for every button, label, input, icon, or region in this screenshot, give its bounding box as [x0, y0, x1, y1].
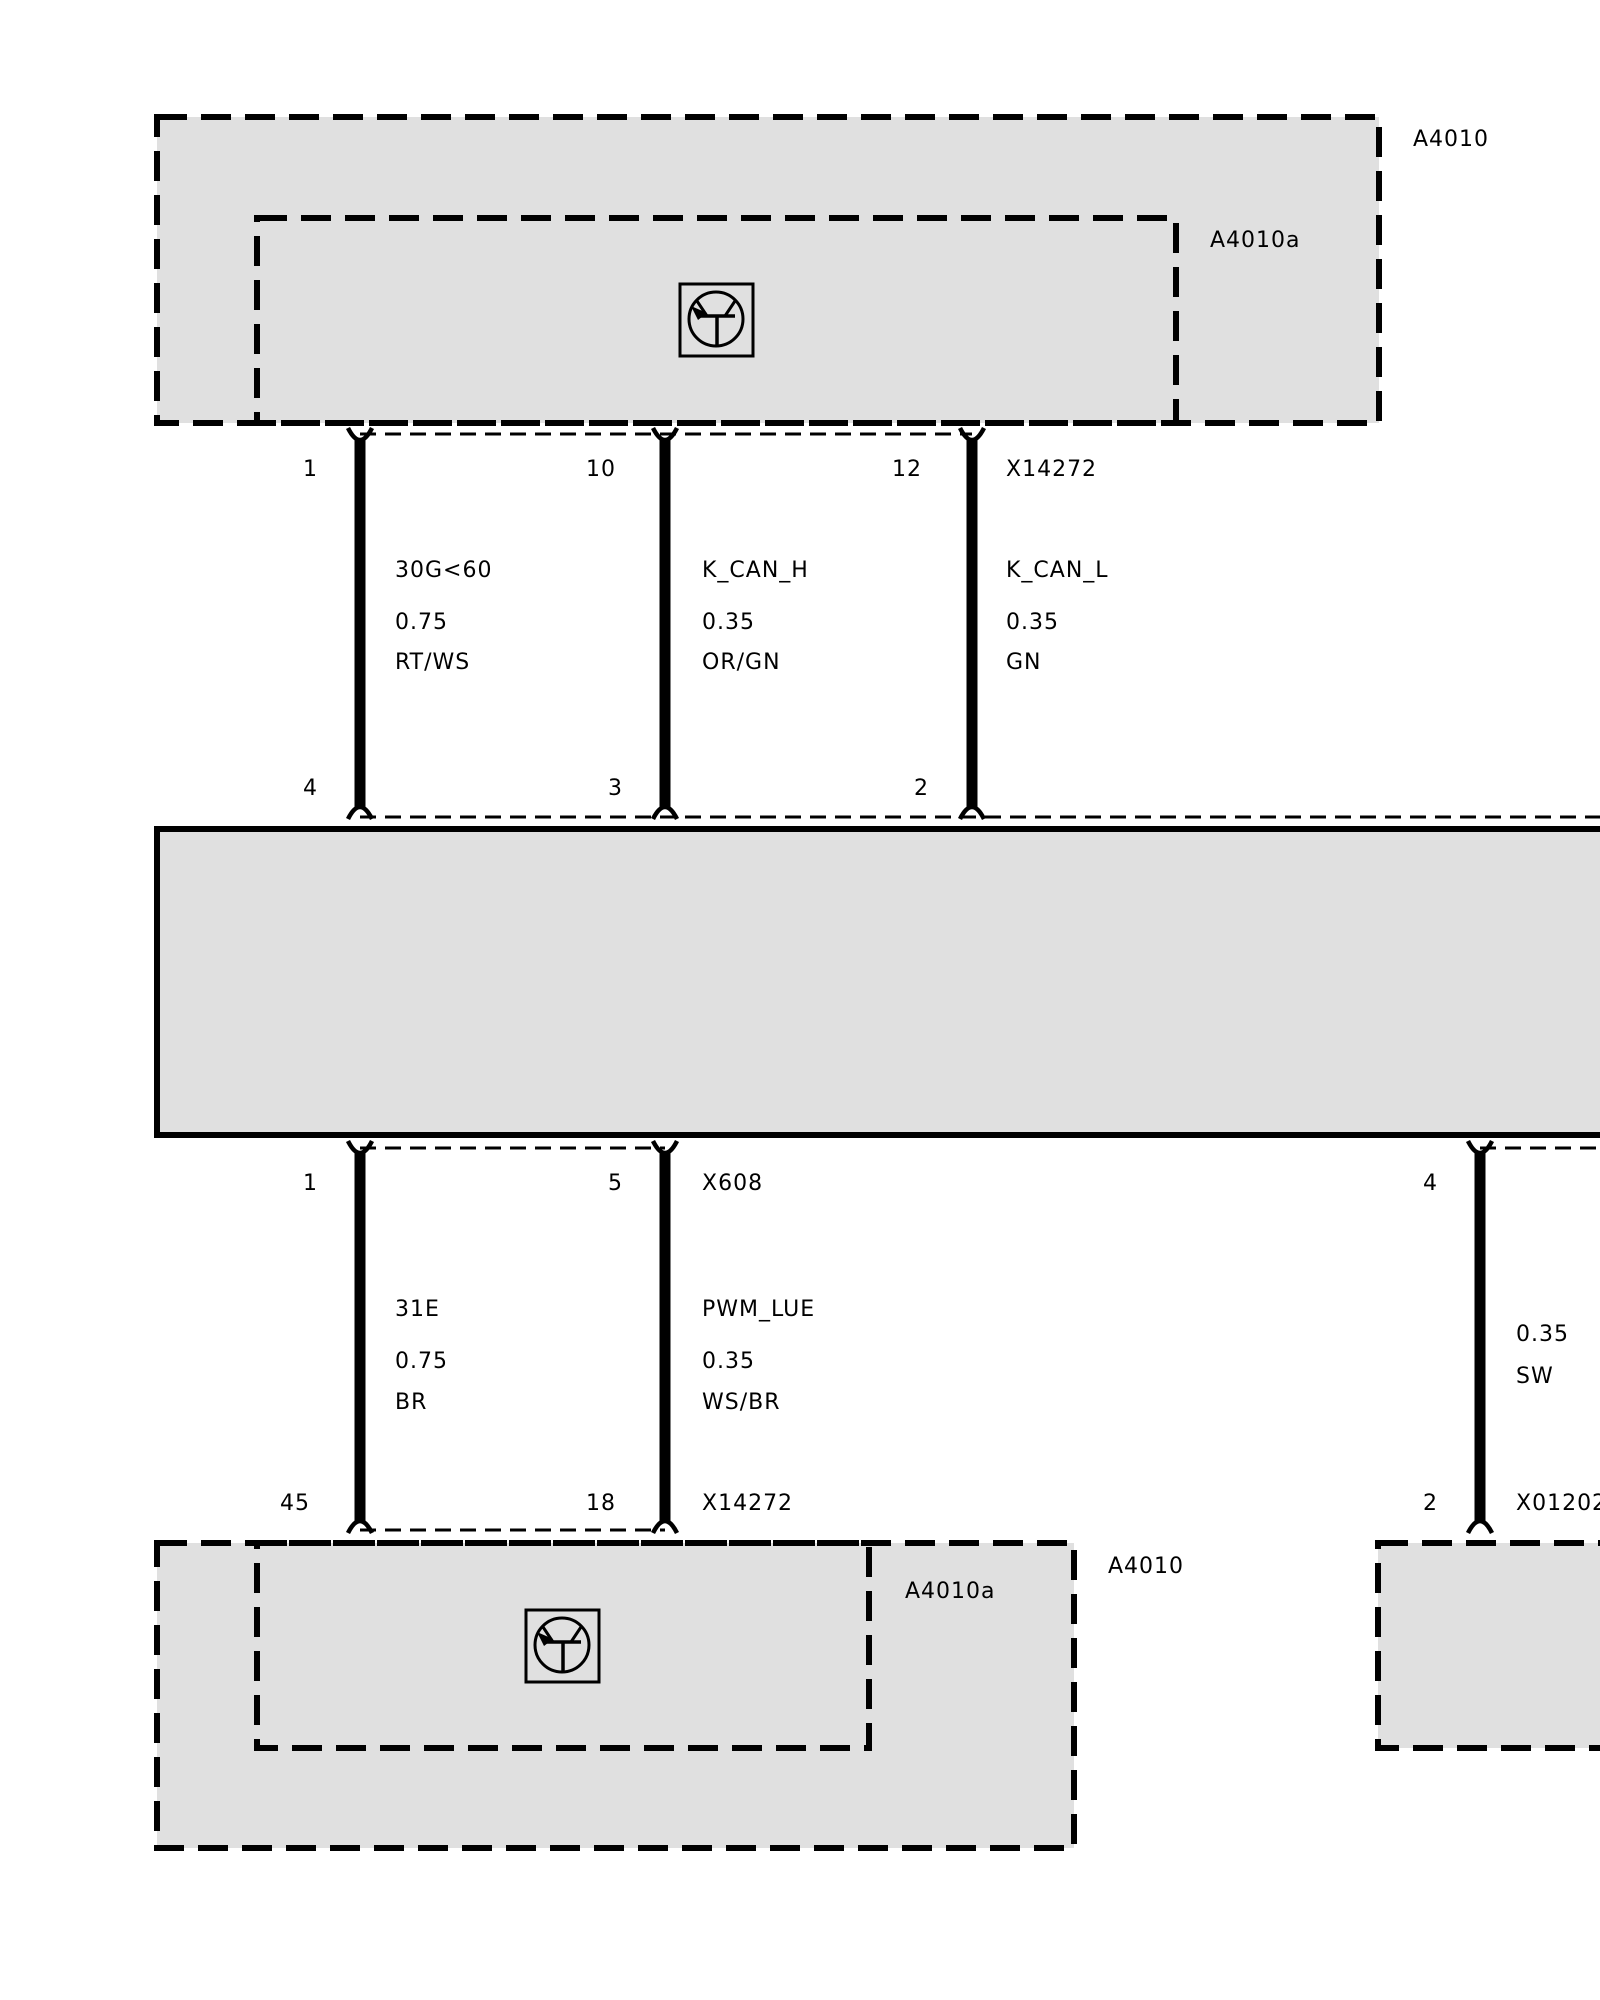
wire-color: RT/WS — [395, 650, 470, 675]
wire-size: 0.75 — [395, 610, 448, 635]
wire-signal: 30G<60 — [395, 558, 492, 583]
connector-label: X608 — [702, 1171, 763, 1196]
wire-pwm-lue — [650, 1139, 680, 1535]
connector-label: X14272 — [1006, 457, 1097, 482]
wire-k-can-h — [650, 426, 680, 821]
wire-signal: K_CAN_H — [702, 558, 809, 583]
submodule-label-bottom: A4010a — [905, 1579, 996, 1604]
middle-module — [154, 826, 1600, 1138]
wire-signal: K_CAN_L — [1006, 558, 1109, 583]
wire-signal: PWM_LUE — [702, 1297, 815, 1322]
module-a4010-top — [154, 114, 1382, 426]
submodule-label-top: A4010a — [1210, 228, 1301, 253]
pin-label: 5 — [608, 1171, 623, 1196]
pin-label: 10 — [586, 457, 616, 482]
pin-label: 1 — [303, 1171, 318, 1196]
module-a4010-bottom — [154, 1540, 1077, 1851]
wire-k-can-l — [957, 426, 987, 821]
pin-label: 2 — [1423, 1491, 1438, 1516]
pin-label: 2 — [914, 776, 929, 801]
module-right-bottom — [1375, 1540, 1600, 1751]
pin-label: 45 — [280, 1491, 310, 1516]
wire-color: SW — [1516, 1364, 1554, 1389]
wire-31e — [345, 1139, 375, 1535]
wire-color: OR/GN — [702, 650, 781, 675]
wire-size: 0.35 — [702, 610, 755, 635]
pin-label: 4 — [1423, 1171, 1438, 1196]
transistor-icon — [678, 282, 755, 358]
submodule-a4010a-bottom — [254, 1540, 872, 1751]
wire-signal: 31E — [395, 1297, 440, 1322]
connector-label: X14272 — [702, 1491, 793, 1516]
pin-label: 12 — [892, 457, 922, 482]
pin-label: 3 — [608, 776, 623, 801]
pin-label: 18 — [586, 1491, 616, 1516]
wire-size: 0.75 — [395, 1349, 448, 1374]
connector-label: X01202 — [1516, 1491, 1600, 1516]
submodule-a4010a-top — [254, 215, 1179, 426]
pin-label: 1 — [303, 457, 318, 482]
wire-color: WS/BR — [702, 1390, 781, 1415]
transistor-icon — [524, 1608, 601, 1684]
pin-label: 4 — [303, 776, 318, 801]
module-label-top: A4010 — [1413, 127, 1489, 152]
wire-size: 0.35 — [1006, 610, 1059, 635]
module-label-bottom: A4010 — [1108, 1554, 1184, 1579]
wire-size: 0.35 — [702, 1349, 755, 1374]
wire-color: GN — [1006, 650, 1042, 675]
wire-sw — [1465, 1139, 1495, 1535]
wire-30g — [345, 426, 375, 821]
wire-color: BR — [395, 1390, 427, 1415]
wire-size: 0.35 — [1516, 1322, 1569, 1347]
